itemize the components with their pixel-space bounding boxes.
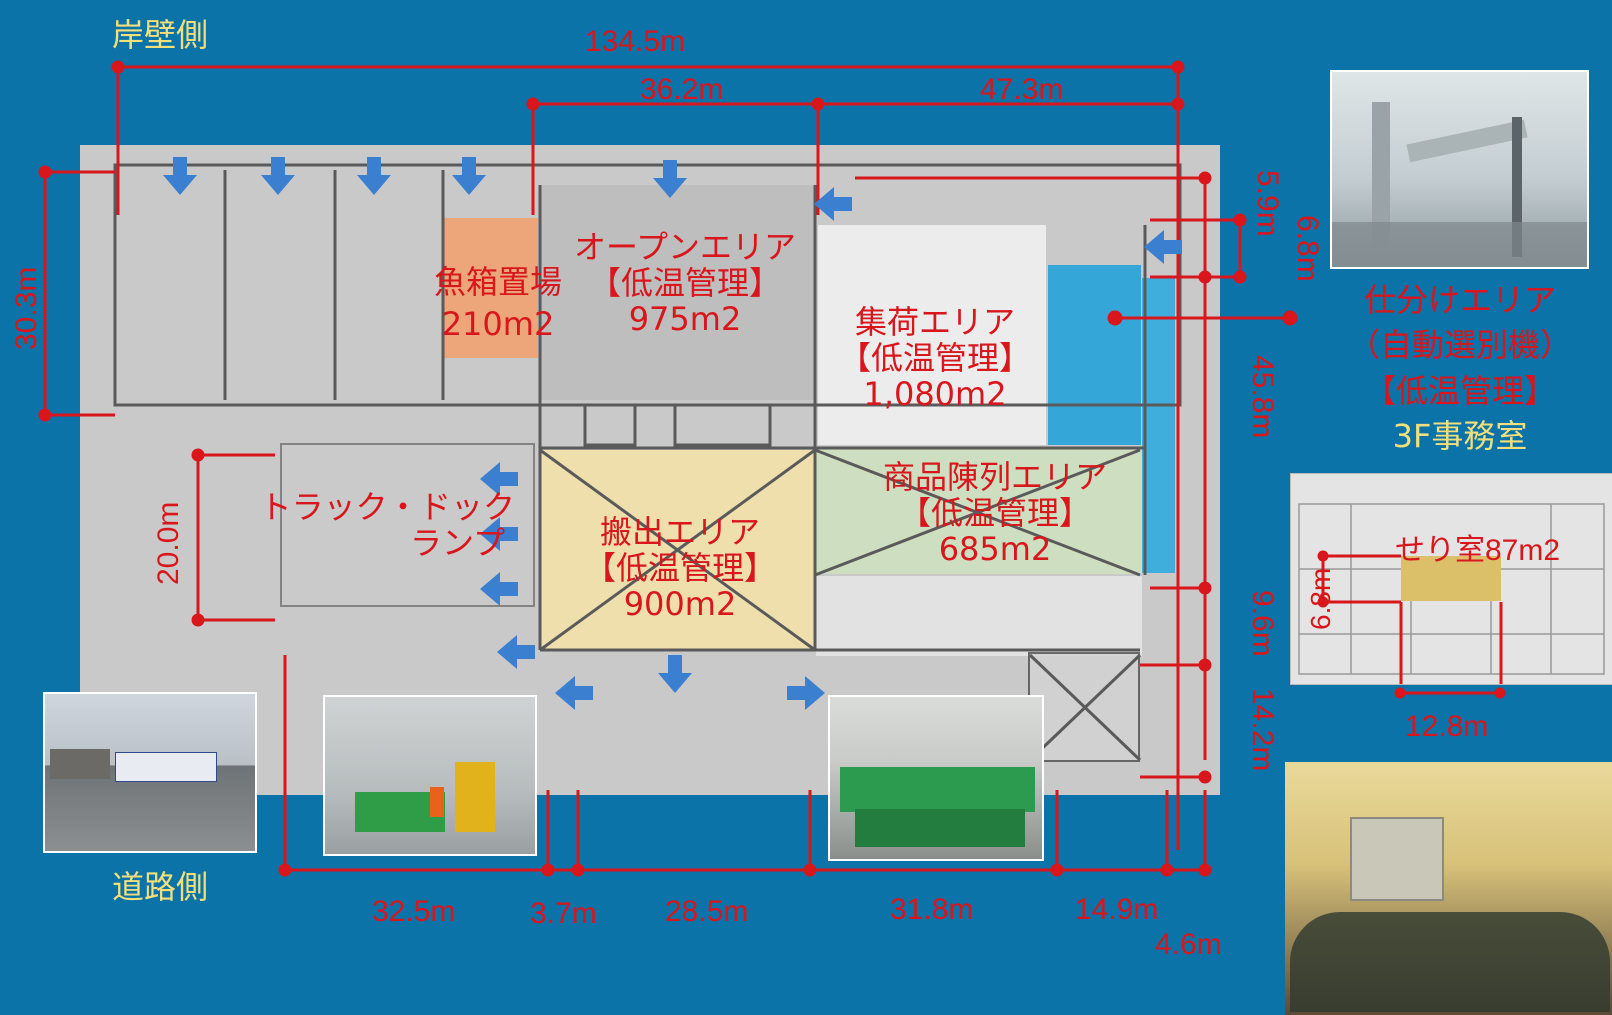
- auction-room-inset: [1290, 473, 1612, 685]
- collection-label: 集荷エリア 【低温管理】 1,080m2: [835, 303, 1035, 413]
- auction-inset-lines: [1298, 503, 1605, 684]
- dim-bottom-3: 28.5m: [665, 895, 749, 928]
- quay-side-label: 岸壁側: [112, 16, 209, 54]
- dim-total-width: 134.5m: [585, 25, 686, 58]
- open-area-zone: [540, 185, 815, 400]
- sorting-machine: （自動選別機）: [1347, 326, 1572, 365]
- fishbox-size: 210m2: [441, 304, 555, 343]
- dim-top-a: 36.2m: [640, 73, 724, 106]
- auction-height-label: 6.8m: [1305, 567, 1336, 630]
- auction-room-label: せり室87m2: [1395, 534, 1561, 567]
- sorting-callout: 仕分けエリア （自動選別機） 【低温管理】 3F事務室: [1320, 278, 1600, 460]
- sorting-control: 【低温管理】: [1363, 371, 1556, 410]
- sorting-name: 仕分けエリア: [1363, 281, 1556, 319]
- auction-meeting-photo: [1285, 762, 1612, 1015]
- dim-right-b: 6.8m: [1291, 215, 1324, 282]
- collection-control: 【低温管理】: [838, 338, 1031, 377]
- dim-right-long: 45.8m: [1246, 355, 1279, 439]
- dim-dock-height: 20.0m: [152, 501, 185, 585]
- sorting-area-photo: [1330, 70, 1589, 269]
- road-side-label: 道路側: [112, 868, 209, 906]
- office-zone: [816, 576, 1142, 656]
- display-label: 商品陳列エリア 【低温管理】 685m2: [865, 458, 1125, 568]
- sorting-strip: [1142, 278, 1175, 573]
- dim-right-c: 9.6m: [1246, 590, 1279, 657]
- dim-right-a: 5.9m: [1251, 170, 1284, 237]
- shipping-control: 【低温管理】: [583, 548, 776, 587]
- dim-top-b: 47.3m: [980, 73, 1064, 106]
- open-area-control: 【低温管理】: [588, 263, 781, 302]
- forklift-photo: [323, 695, 537, 856]
- shipping-name: 搬出エリア: [599, 513, 760, 551]
- shipping-size: 900m2: [623, 584, 737, 623]
- collection-zone: [818, 225, 1046, 445]
- dock-ramp-line2: ランプ: [409, 523, 505, 562]
- dim-bottom-2: 3.7m: [530, 897, 597, 930]
- display-control: 【低温管理】: [898, 493, 1091, 532]
- dim-bottom-4: 31.8m: [890, 893, 974, 926]
- open-area-label: オープンエリア 【低温管理】 975m2: [555, 228, 815, 338]
- display-name: 商品陳列エリア: [882, 458, 1107, 496]
- dim-bottom-1: 32.5m: [372, 895, 456, 928]
- shipping-label: 搬出エリア 【低温管理】 900m2: [565, 513, 795, 623]
- collection-size: 1,080m2: [863, 374, 1007, 413]
- fishbox-name: 魚箱置場: [433, 263, 562, 301]
- display-crates-photo: [828, 695, 1044, 861]
- dim-bottom-6: 4.6m: [1155, 928, 1222, 961]
- dock-ramp-label: トラック・ドック ランプ: [225, 488, 515, 562]
- dock-ramp-line1: トラック・ドック: [259, 488, 515, 526]
- collection-name: 集荷エリア: [854, 303, 1015, 341]
- dim-bottom-5: 14.9m: [1075, 893, 1159, 926]
- dim-right-d: 14.2m: [1246, 688, 1279, 772]
- fishbox-label: 魚箱置場 210m2: [428, 263, 568, 343]
- office-3f: 3F事務室: [1392, 417, 1528, 456]
- dim-left-height: 30.3m: [10, 266, 43, 350]
- open-area-size: 975m2: [628, 299, 742, 338]
- auction-width-label: 12.8m: [1405, 710, 1489, 743]
- display-size: 685m2: [938, 529, 1052, 568]
- open-area-name: オープンエリア: [573, 228, 797, 266]
- truck-road-photo: [43, 692, 257, 853]
- fishbox-zone: [443, 218, 538, 358]
- sorting-zone: [1048, 265, 1141, 445]
